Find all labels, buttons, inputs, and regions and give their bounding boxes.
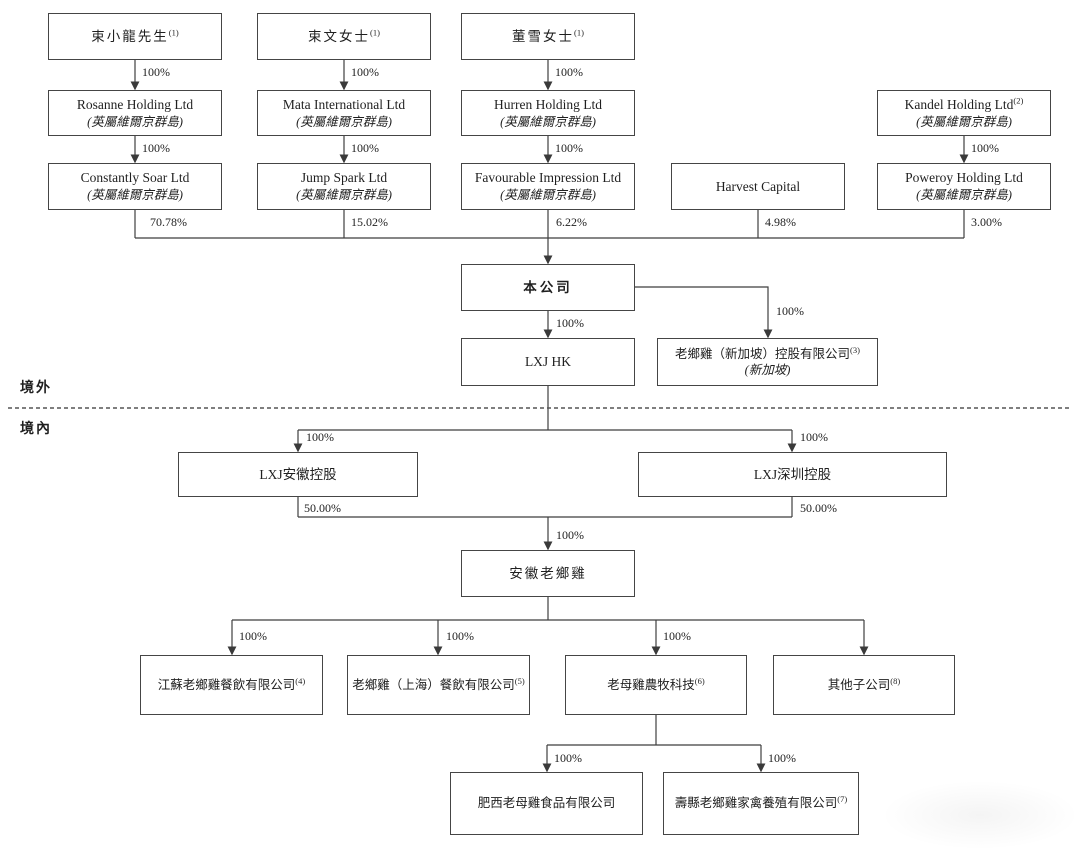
edge-label-rosanne-constantly: 100%	[142, 141, 170, 155]
edge-label-shenzhen-holding-anhuilxj: 50.00%	[800, 501, 837, 515]
node-shu-wen: 束文女士(1)	[257, 13, 431, 60]
node-label: 老鄉雞（上海）餐飲有限公司	[352, 677, 515, 692]
edge-label-company-lxjhk: 100%	[556, 316, 584, 330]
node-lxj-hk: LXJ HK	[461, 338, 635, 386]
node-kandel: Kandel Holding Ltd(2) (英屬維爾京群島)	[877, 90, 1051, 136]
node-poweroy: Poweroy Holding Ltd (英屬維爾京群島)	[877, 163, 1051, 210]
edge-label-nongmu-shouxian: 100%	[768, 751, 796, 765]
node-other-subsidiaries: 其他子公司(8)	[773, 655, 955, 715]
node-label: Kandel Holding Ltd	[904, 96, 1014, 112]
node-shanghai: 老鄉雞（上海）餐飲有限公司(5)	[347, 655, 530, 715]
node-footnote: (1)	[574, 27, 584, 38]
edge-label-shu-wen-mata: 100%	[351, 65, 379, 79]
node-lxj-shenzhen-holding: LXJ深圳控股	[638, 452, 947, 497]
node-footnote: (3)	[850, 344, 860, 355]
node-label: 壽縣老鄉雞家禽養殖有限公司	[674, 796, 838, 811]
node-anhui-lxj: 安徽老鄉雞	[461, 550, 635, 597]
node-shu-xiaolong: 束小龍先生(1)	[48, 13, 222, 60]
node-harvest: Harvest Capital	[671, 163, 845, 210]
node-label: Hurren Holding Ltd	[494, 96, 602, 112]
node-label: 肥西老母雞食品有限公司	[477, 796, 616, 811]
node-jump: Jump Spark Ltd (英屬維爾京群島)	[257, 163, 431, 210]
node-footnote: (8)	[890, 675, 901, 686]
node-label: Favourable Impression Ltd	[474, 170, 622, 186]
node-jurisdiction: (英屬維爾京群島)	[500, 114, 596, 129]
edge-label-dong-xue-hurren: 100%	[555, 65, 583, 79]
region-label-offshore: 境外	[20, 381, 52, 396]
node-lxj-singapore: 老鄉雞（新加坡）控股有限公司(3) (新加坡)	[657, 338, 878, 386]
node-label: LXJ HK	[524, 354, 572, 370]
edge-label-hurren-favourable: 100%	[555, 141, 583, 155]
node-jurisdiction: (英屬維爾京群島)	[87, 114, 183, 129]
node-jurisdiction: (英屬維爾京群島)	[296, 114, 392, 129]
edge-label-anhuilxj-jiangsu: 100%	[239, 629, 267, 643]
edge-label-into-anhuilxj: 100%	[556, 528, 584, 542]
edge-label-anhuilxj-nongmu: 100%	[663, 629, 691, 643]
node-constantly: Constantly Soar Ltd (英屬維爾京群島)	[48, 163, 222, 210]
node-footnote: (7)	[837, 794, 848, 805]
edge-label-constantly-company: 70.78%	[150, 215, 187, 229]
edge-label-lxjhk-shenzhen-holding: 100%	[800, 430, 828, 444]
node-footnote: (2)	[1013, 95, 1024, 106]
region-label-onshore: 境內	[20, 422, 52, 437]
edge-label-nongmu-feixi: 100%	[554, 751, 582, 765]
node-favourable: Favourable Impression Ltd (英屬維爾京群島)	[461, 163, 635, 210]
node-jurisdiction: (英屬維爾京群島)	[296, 188, 392, 203]
edge-label-company-lxjsg: 100%	[776, 304, 804, 318]
node-label: 束小龍先生	[91, 28, 169, 44]
node-footnote: (1)	[168, 27, 179, 38]
node-rosanne: Rosanne Holding Ltd (英屬維爾京群島)	[48, 90, 222, 136]
node-jurisdiction: (英屬維爾京群島)	[87, 188, 183, 203]
node-label: LXJ深圳控股	[753, 466, 832, 482]
node-shouxian: 壽縣老鄉雞家禽養殖有限公司(7)	[663, 772, 859, 835]
node-footnote: (1)	[370, 27, 380, 38]
node-label: Jump Spark Ltd	[300, 170, 388, 186]
node-label: 老鄉雞（新加坡）控股有限公司	[675, 346, 851, 361]
node-footnote: (4)	[295, 675, 306, 686]
node-label: 其他子公司	[827, 677, 891, 692]
edge-label-lxjhk-anhui-holding: 100%	[306, 430, 334, 444]
scan-artifact	[880, 780, 1080, 850]
node-label: 束文女士	[308, 28, 371, 44]
node-label: 老母雞農牧科技	[607, 677, 695, 692]
edge-label-poweroy-company: 3.00%	[971, 215, 1002, 229]
node-label: Mata International Ltd	[282, 96, 406, 112]
node-label: Poweroy Holding Ltd	[905, 170, 1023, 186]
node-dong-xue: 董雪女士(1)	[461, 13, 635, 60]
node-jurisdiction: (英屬維爾京群島)	[500, 188, 596, 203]
node-label: 安徽老鄉雞	[509, 565, 587, 581]
node-company: 本公司	[461, 264, 635, 311]
edge-label-mata-jump: 100%	[351, 141, 379, 155]
node-label: 江蘇老鄉雞餐飲有限公司	[157, 677, 296, 692]
edge-label-kandel-poweroy: 100%	[971, 141, 999, 155]
node-hurren: Hurren Holding Ltd (英屬維爾京群島)	[461, 90, 635, 136]
edge-label-favourable-company: 6.22%	[556, 215, 587, 229]
edge-label-anhui-holding-anhuilxj: 50.00%	[304, 501, 341, 515]
node-jurisdiction: (新加坡)	[744, 363, 791, 377]
node-jurisdiction: (英屬維爾京群島)	[916, 114, 1012, 129]
node-mata: Mata International Ltd (英屬維爾京群島)	[257, 90, 431, 136]
node-footnote: (5)	[514, 675, 525, 686]
node-label: 本公司	[523, 279, 573, 295]
node-label: Constantly Soar Ltd	[80, 170, 190, 186]
node-footnote: (6)	[694, 675, 705, 686]
node-label: Rosanne Holding Ltd	[76, 96, 194, 112]
edge-label-harvest-company: 4.98%	[765, 215, 796, 229]
arrow-company-lxjsg	[635, 286, 773, 339]
node-feixi: 肥西老母雞食品有限公司	[450, 772, 643, 835]
node-nongmu: 老母雞農牧科技(6)	[565, 655, 747, 715]
node-jiangsu: 江蘇老鄉雞餐飲有限公司(4)	[140, 655, 323, 715]
node-jurisdiction: (英屬維爾京群島)	[916, 188, 1012, 203]
node-label: Harvest Capital	[715, 178, 801, 194]
edge-label-jump-company: 15.02%	[351, 215, 388, 229]
node-lxj-anhui-holding: LXJ安徽控股	[178, 452, 418, 497]
edge-label-shu-xiaolong-rosanne: 100%	[142, 65, 170, 79]
node-label: 董雪女士	[512, 28, 575, 44]
node-label: LXJ安徽控股	[259, 466, 337, 482]
edge-label-anhuilxj-shanghai: 100%	[446, 629, 474, 643]
